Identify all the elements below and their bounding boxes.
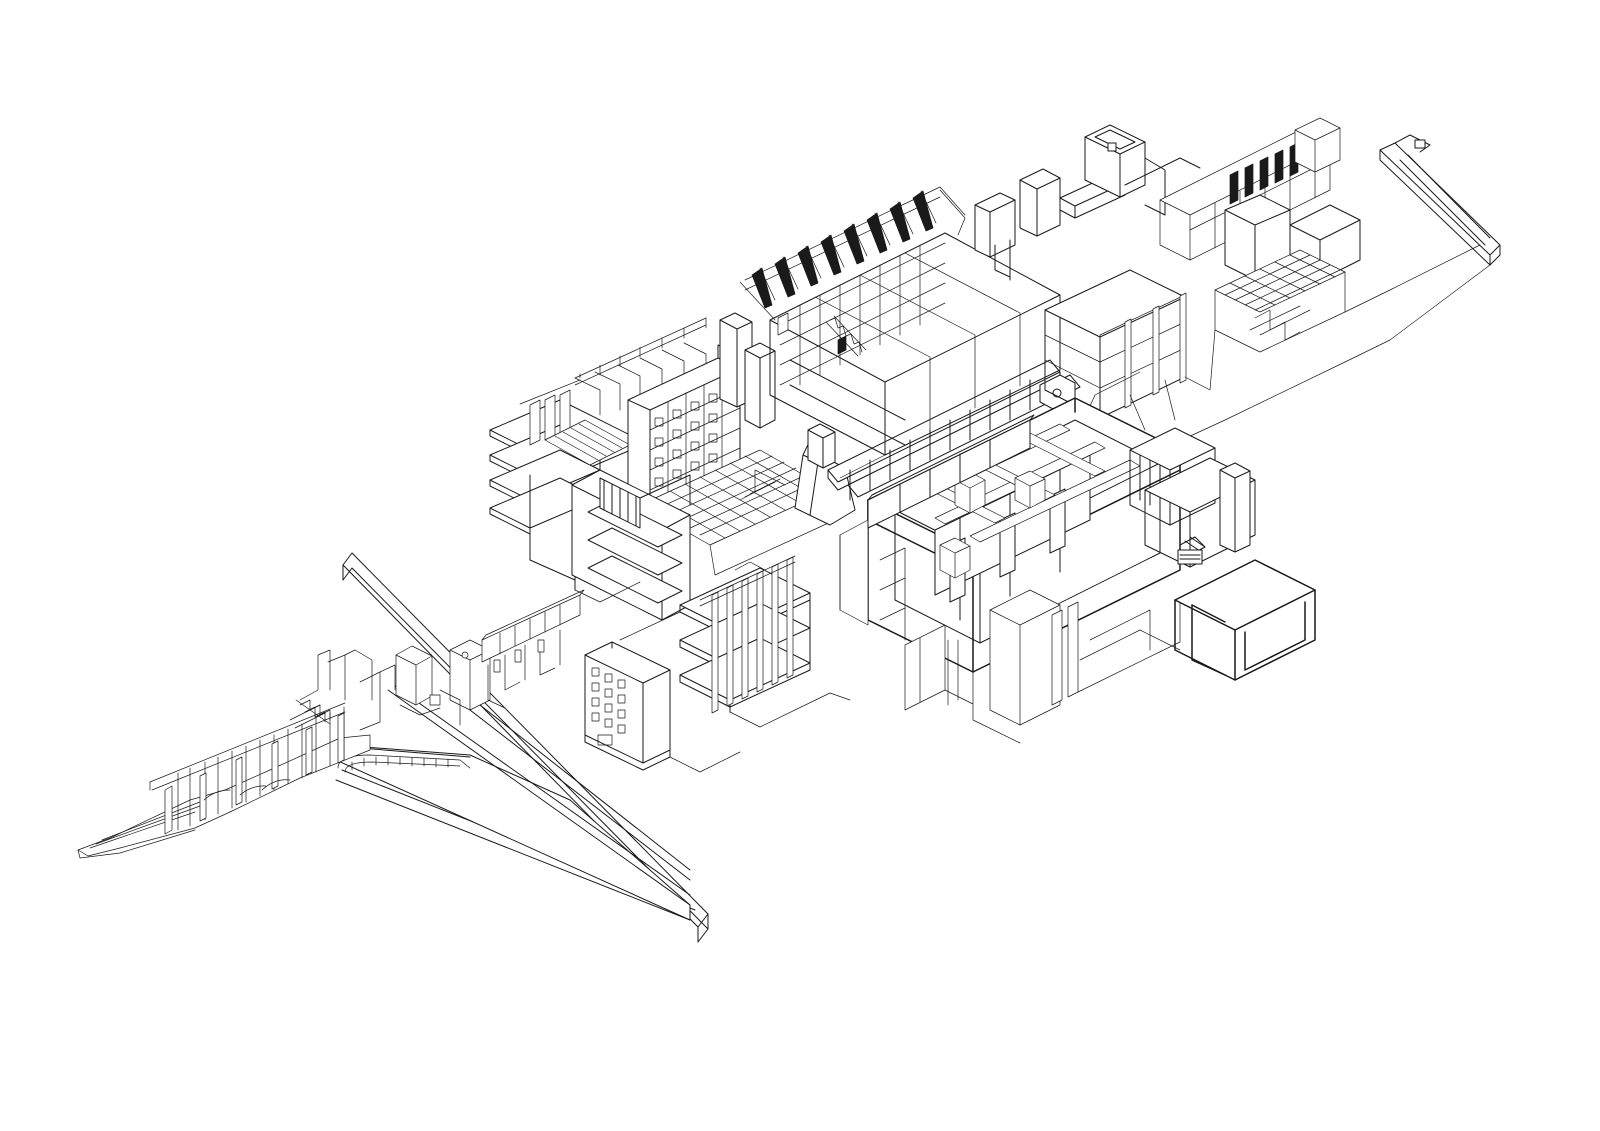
chimney-tower <box>720 313 775 428</box>
splayed-entry <box>795 424 855 525</box>
sawtooth-trusses <box>740 187 965 320</box>
upper-frame-floors <box>1045 293 1186 408</box>
link-wall <box>482 590 584 708</box>
sawtooth-hall-bays <box>778 243 1020 430</box>
right-box-low <box>1175 560 1315 680</box>
upper-right-box <box>1225 195 1360 280</box>
slab-fins <box>520 318 706 445</box>
column-frame-piers <box>700 556 795 713</box>
right-box-frame <box>1145 458 1255 567</box>
grid-tower-windows <box>650 376 740 494</box>
open-box-lower <box>840 520 1180 743</box>
far-right-wedge <box>1380 135 1500 265</box>
ramp-head-rooms <box>396 640 490 725</box>
hall-stair <box>826 316 866 356</box>
left-colonnade <box>78 650 395 858</box>
upper-right-rooftops <box>1160 118 1340 260</box>
ramp-wedge <box>336 553 708 942</box>
top-tower <box>1085 125 1200 215</box>
open-box-cap <box>868 415 1034 528</box>
stair-block <box>572 470 690 620</box>
hatched-plaza <box>1215 250 1345 352</box>
perforated-block-openings <box>592 668 625 745</box>
left-stair <box>296 700 330 724</box>
perforated-block <box>585 642 670 770</box>
